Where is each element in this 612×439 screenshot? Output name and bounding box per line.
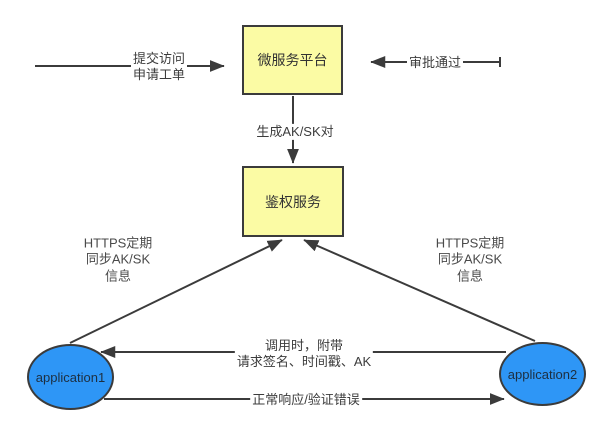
edge-sync-left-line bbox=[69, 239, 283, 344]
node-auth-service: 鉴权服务 bbox=[242, 166, 344, 237]
edge-label-call-with-signature: 调用时，附带 请求签名、时间戳、AK bbox=[234, 337, 374, 371]
node-application2-label: application2 bbox=[507, 366, 578, 382]
edge-label-https-sync-left: HTTPS定期 同步AK/SK 信息 bbox=[83, 235, 153, 284]
node-application2: application2 bbox=[499, 342, 586, 406]
edge-label-https-sync-right: HTTPS定期 同步AK/SK 信息 bbox=[435, 235, 505, 284]
edge-label-generate-aksk: 生成AK/SK对 bbox=[254, 123, 336, 141]
node-microservice-platform-label: 微服务平台 bbox=[257, 52, 328, 68]
node-application1: application1 bbox=[27, 344, 114, 410]
node-microservice-platform: 微服务平台 bbox=[242, 25, 343, 95]
node-auth-service-label: 鉴权服务 bbox=[265, 193, 321, 210]
edge-label-response-or-error: 正常响应/验证错误 bbox=[250, 391, 362, 409]
edge-label-submit-ticket: 提交访问 申请工单 bbox=[130, 50, 188, 84]
edge-sync-right-line bbox=[303, 239, 536, 342]
edge-label-approval-passed: 审批通过 bbox=[406, 54, 464, 72]
node-application1-label: application1 bbox=[35, 369, 106, 385]
